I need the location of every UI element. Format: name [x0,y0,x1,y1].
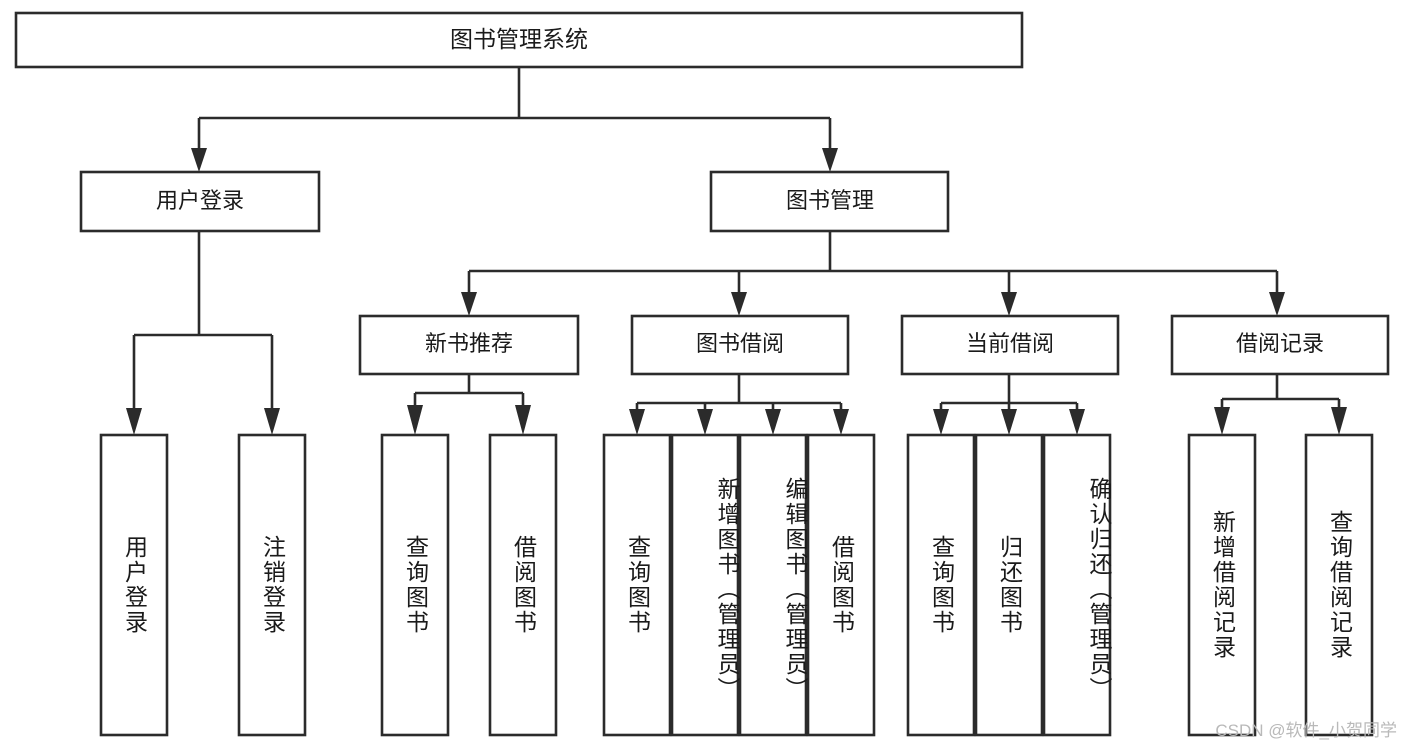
arrow-head-icon [1331,407,1347,435]
node-borrow-record[interactable]: 借阅记录 [1170,314,1390,376]
arrow-head-icon [515,405,531,435]
arrow-head-icon [933,409,949,435]
node-leaf-return-book[interactable] [974,433,1044,737]
connector-userlogin-to-leaves [126,231,280,435]
arrow-head-icon [697,409,713,435]
node-user-login-label: 用户登录 [156,188,244,213]
node-current-borrow[interactable]: 当前借阅 [900,314,1120,376]
arrow-head-icon [1001,409,1017,435]
arrow-head-icon [629,409,645,435]
node-book-management[interactable]: 图书管理 [709,170,950,233]
node-leaf-add-record[interactable] [1187,433,1257,737]
node-current-borrow-label: 当前借阅 [966,331,1054,356]
node-book-management-label: 图书管理 [786,188,874,213]
connector-bookmanagement-to-level3 [461,231,1285,316]
arrow-head-icon [407,405,423,435]
arrow-head-icon [1069,409,1085,435]
node-user-login[interactable]: 用户登录 [79,170,321,233]
node-leaf-edit-book[interactable] [738,433,808,737]
arrow-head-icon [1001,292,1017,316]
node-leaf-query-book-3[interactable] [906,433,976,737]
node-new-book-recommend[interactable]: 新书推荐 [358,314,580,376]
arrow-head-icon [191,148,207,172]
node-leaf-logout-login[interactable] [237,433,307,737]
arrow-head-icon [1269,292,1285,316]
node-leaf-borrow-book-1[interactable] [488,433,558,737]
node-leaf-query-book-2[interactable] [602,433,672,737]
arrow-head-icon [461,292,477,316]
arrow-head-icon [1214,407,1230,435]
node-leaf-borrow-book-2[interactable] [806,433,876,737]
node-borrow-record-label: 借阅记录 [1236,331,1324,356]
arrow-head-icon [126,408,142,435]
connector-newbook-to-leaves [407,374,531,435]
node-book-borrow[interactable]: 图书借阅 [630,314,850,376]
connector-bookborrow-to-leaves [629,374,849,435]
node-book-borrow-label: 图书借阅 [696,331,784,356]
node-leaf-confirm-return[interactable] [1042,433,1112,737]
node-leaf-add-book[interactable] [670,433,740,737]
node-root-label: 图书管理系统 [450,26,588,52]
node-leaf-user-login[interactable] [99,433,169,737]
arrow-head-icon [822,148,838,172]
connector-root-to-level2 [191,67,838,172]
arrow-head-icon [833,409,849,435]
node-root[interactable]: 图书管理系统 [14,11,1024,69]
node-leaf-query-book-1[interactable] [380,433,450,737]
watermark-text: CSDN @软件_小贺同学 [1215,721,1397,740]
arrow-head-icon [765,409,781,435]
arrow-head-icon [731,292,747,316]
connector-currentborrow-to-leaves [933,374,1085,435]
node-new-book-recommend-label: 新书推荐 [425,331,513,356]
node-leaf-query-record[interactable] [1304,433,1374,737]
arrow-head-icon [264,408,280,435]
connector-borrowrecord-to-leaves [1214,374,1347,435]
